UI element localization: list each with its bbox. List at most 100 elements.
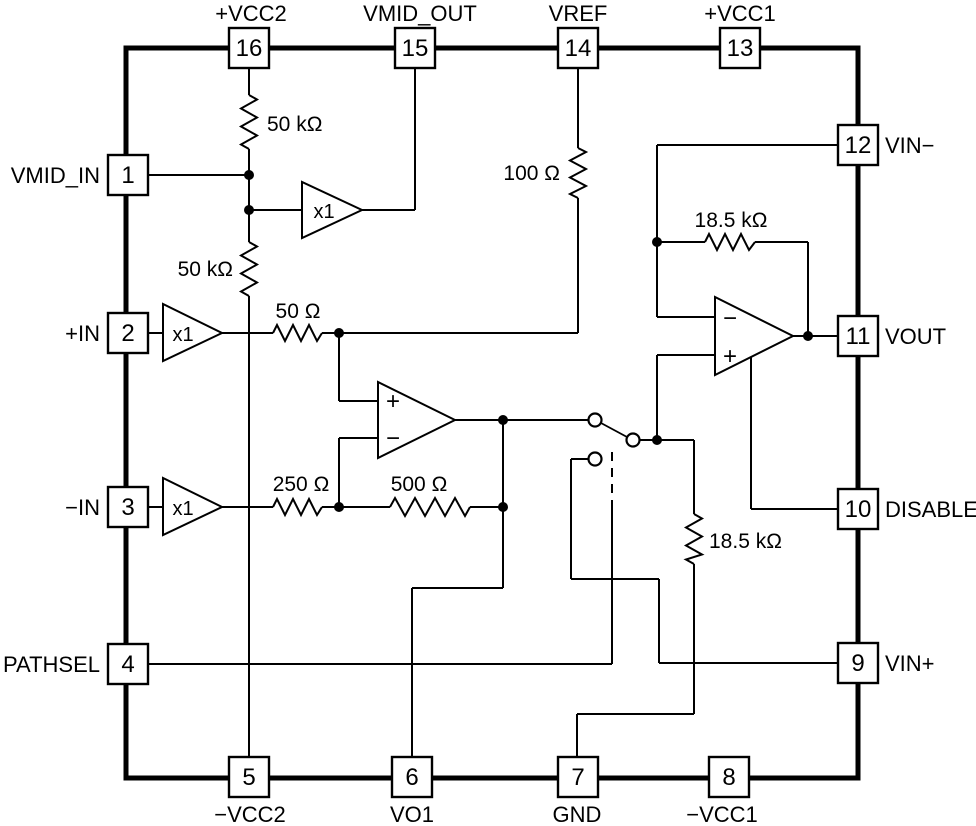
pin-6-label: VO1 — [390, 802, 434, 826]
pin-7-box — [556, 755, 600, 799]
resistor-18k5-feedback-value: 18.5 kΩ — [695, 209, 768, 232]
resistor-100 — [567, 147, 589, 199]
plus-in-buffer-label: x1 — [172, 324, 193, 346]
pin-13-box — [718, 26, 762, 70]
pin-16-label: +VCC2 — [215, 1, 287, 26]
junction-dot — [498, 502, 508, 512]
pin-10-label: DISABLE — [885, 497, 976, 522]
resistor-50k-bottom — [238, 241, 260, 297]
minus-in-buffer-label: x1 — [172, 498, 193, 520]
pin-numbers: 16 15 14 13 1 2 3 4 12 11 10 9 5 6 7 8 — [121, 35, 871, 791]
pin-5-label: −VCC2 — [214, 802, 286, 826]
junction-dots — [244, 170, 813, 512]
pin-13-number: 13 — [727, 35, 754, 62]
resistor-250 — [272, 496, 323, 518]
pin-boxes — [106, 26, 880, 799]
pin-11-label: VOUT — [885, 324, 946, 349]
pin-13-label: +VCC1 — [704, 1, 776, 26]
pin-10-number: 10 — [845, 496, 872, 523]
pin-3-label: −IN — [65, 495, 100, 520]
resistor-500-value: 500 Ω — [391, 473, 448, 496]
vmid-buffer-triangle-icon — [301, 180, 365, 240]
pin-4-box — [106, 642, 150, 686]
pin-3-number: 3 — [121, 494, 134, 521]
wires — [148, 68, 838, 757]
resistor-50 — [272, 322, 323, 344]
resistor-50k-top-value: 50 kΩ — [267, 113, 322, 136]
switch-pole-contact-icon — [625, 432, 641, 448]
junction-dot — [244, 205, 254, 215]
chip-outline — [123, 45, 861, 781]
switch-lever — [600, 422, 628, 438]
pin-16-box — [227, 26, 271, 70]
pin-7-label: GND — [553, 802, 602, 826]
center-opamp-minus-sign: − — [386, 425, 400, 452]
pin-1-box — [106, 153, 150, 197]
pin-10-box — [836, 487, 880, 531]
pin-6-box — [390, 755, 434, 799]
pin-8-label: −VCC1 — [686, 802, 758, 826]
pin-9-number: 9 — [851, 650, 864, 677]
pin-12-number: 12 — [845, 132, 872, 159]
pin-2-box — [106, 311, 150, 355]
path-select-switch — [587, 412, 641, 467]
pin-7-number: 7 — [571, 764, 584, 791]
resistor-labels: 50 kΩ 50 kΩ 100 Ω 50 Ω 250 Ω 500 Ω 18.5 … — [178, 113, 782, 553]
resistor-500 — [389, 495, 471, 519]
pin-5-box — [227, 755, 271, 799]
pin-11-number: 11 — [846, 323, 871, 350]
amplifier-labels: x1 x1 x1 + − − + — [172, 201, 737, 520]
pin-14-label: VREF — [549, 1, 608, 26]
pin-11-box — [836, 314, 880, 358]
junction-dot — [334, 502, 344, 512]
pin-6-number: 6 — [405, 764, 418, 791]
pin-12-box — [836, 123, 880, 167]
output-opamp-plus-sign: + — [723, 343, 737, 370]
resistor-50k-bottom-value: 50 kΩ — [178, 258, 233, 281]
resistor-18k5-ground-value: 18.5 kΩ — [709, 530, 782, 553]
pin-1-label: VMID_IN — [11, 163, 100, 188]
pin-5-number: 5 — [242, 764, 255, 791]
pin-14-box — [556, 26, 600, 70]
pin-4-number: 4 — [121, 651, 134, 678]
plus-in-buffer-triangle-icon — [162, 302, 225, 363]
pin-15-box — [393, 26, 437, 70]
resistor-50k-top — [238, 94, 260, 150]
center-opamp-triangle-icon — [377, 380, 458, 460]
junction-dot — [652, 435, 662, 445]
pin-15-label: VMID_OUT — [363, 1, 477, 26]
vmid-buffer-label: x1 — [313, 201, 334, 223]
switch-upper-throw-contact-icon — [587, 412, 603, 428]
pin-8-box — [707, 755, 751, 799]
junction-dot — [803, 331, 813, 341]
pin-1-number: 1 — [121, 162, 134, 189]
switch-lower-throw-contact-icon — [587, 451, 603, 467]
pin-8-number: 8 — [722, 764, 735, 791]
amplifier-symbols — [162, 180, 796, 537]
pin-2-label: +IN — [65, 321, 100, 346]
pin-3-box — [106, 485, 150, 529]
junction-dot — [652, 237, 662, 247]
minus-in-buffer-triangle-icon — [162, 476, 225, 537]
junction-dot — [498, 415, 508, 425]
pin-9-label: VIN+ — [885, 651, 935, 676]
resistor-250-value: 250 Ω — [273, 473, 330, 496]
pin-16-number: 16 — [236, 35, 263, 62]
resistor-100-value: 100 Ω — [503, 162, 560, 185]
output-opamp-minus-sign: − — [723, 305, 737, 332]
pin-4-label: PATHSEL — [3, 652, 100, 677]
pin-14-number: 14 — [565, 35, 592, 62]
junction-dot — [244, 170, 254, 180]
pin-9-box — [836, 641, 880, 685]
pin-15-number: 15 — [402, 35, 429, 62]
pin-12-label: VIN− — [885, 133, 935, 158]
center-opamp-plus-sign: + — [386, 388, 400, 415]
resistor-symbols — [238, 94, 756, 565]
junction-dot — [334, 328, 344, 338]
output-opamp-triangle-icon — [714, 295, 796, 377]
resistor-18k5-feedback — [704, 231, 756, 253]
resistor-18k5-ground — [683, 513, 705, 565]
pin-labels: +VCC2 VMID_OUT VREF +VCC1 VMID_IN +IN −I… — [3, 1, 976, 826]
